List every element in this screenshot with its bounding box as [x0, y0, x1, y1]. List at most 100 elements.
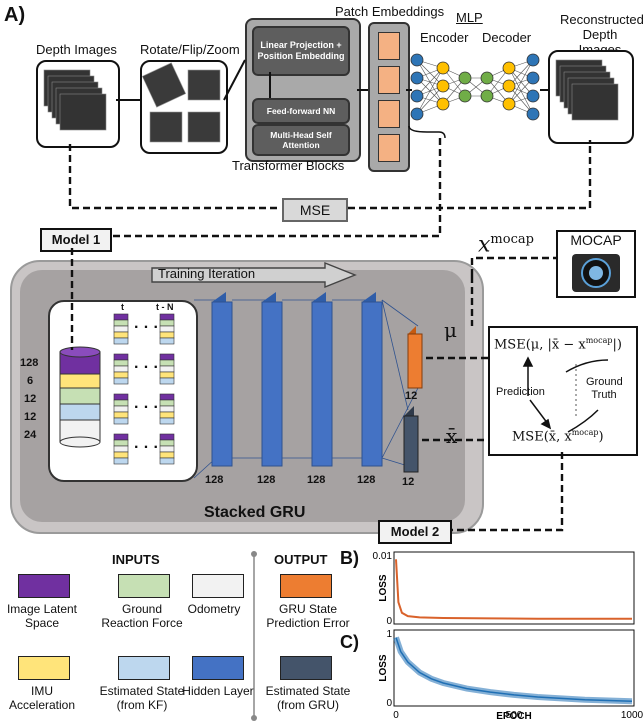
patch-embeddings-label: Patch Embeddings: [335, 4, 445, 19]
model-2-badge: Model 2: [378, 520, 452, 544]
loss-series-line: [395, 559, 632, 620]
input-size-imu: 6: [27, 375, 34, 387]
ytick-label: 0.01: [373, 551, 393, 562]
input-feature-cylinder: [59, 346, 101, 448]
ytick-label: 0: [386, 698, 392, 709]
output-heads: [403, 326, 423, 473]
depth-images-box: [36, 60, 120, 148]
legend-swatch-gru-state-prediction-error: [280, 574, 332, 598]
mlp-label: MLP: [456, 10, 483, 25]
loss-top-formula: MSE(μ, |x̄ − xmocap|): [494, 336, 622, 352]
input-token-stack: [113, 393, 129, 425]
ytick-label: 1: [386, 629, 392, 640]
mu-out-size: 12: [405, 390, 418, 402]
legend-label-hidden-layer: Hidden Layer: [182, 684, 254, 698]
legend-label-imu-acceleration: IMU Acceleration: [8, 684, 76, 712]
chart-c-label: C): [340, 632, 359, 652]
gru-layer-bars: [211, 292, 383, 467]
gru-size-4: 128: [357, 474, 376, 486]
legend-divider: [251, 551, 257, 721]
time-t-label: t: [121, 302, 124, 312]
legend-label-odometry: Odometry: [187, 602, 241, 616]
legend-swatch-image-latent-space: [18, 574, 70, 598]
input-size-odom: 24: [24, 429, 37, 441]
x-bar-symbol: x̄: [446, 424, 458, 448]
augment-label: Rotate/Flip/Zoom: [140, 42, 240, 57]
depth-image-stack-icon: [43, 69, 107, 131]
patch-embedding: [378, 100, 400, 128]
legend-swatch-ground-reaction-force: [118, 574, 170, 598]
chart-frame: [393, 551, 635, 625]
mu-symbol: μ: [444, 318, 457, 342]
chart-ylabel: LOSS: [378, 574, 389, 602]
legend-label-estimated-state-gru: Estimated State (from GRU): [265, 684, 351, 712]
loss-top-text: MSE(μ, |x̄ − x: [494, 337, 586, 353]
top-connectors: [68, 59, 592, 238]
time-t-minus-n-label: t - N: [156, 302, 174, 312]
patch-embeddings-column: [368, 22, 410, 172]
patch-embedding: [378, 66, 400, 94]
ground-truth-label: Ground Truth: [586, 376, 623, 401]
transformer-blocks-label: Transformer Blocks: [232, 158, 345, 173]
input-size-kf: 12: [24, 411, 37, 423]
augment-box: [140, 60, 228, 154]
chart-ylabel: LOSS: [378, 654, 389, 682]
loss-bottom-formula: MSE(x̄, xmocap): [512, 428, 604, 444]
gru-size-2: 128: [257, 474, 276, 486]
ytick-label: 0: [386, 616, 392, 627]
mse-badge: MSE: [282, 198, 348, 222]
ellipsis: · · ·: [134, 359, 159, 376]
legend-swatch-imu-acceleration: [18, 656, 70, 680]
training-iteration-label: Training Iteration: [158, 266, 256, 281]
training-iteration-arrow: [151, 262, 357, 288]
mocap-label: MOCAP: [570, 232, 622, 248]
feed-forward-block: Feed-forward NN: [252, 98, 350, 124]
mocap-box: MOCAP: [556, 230, 636, 298]
x-mocap-superscript: mocap: [490, 232, 534, 247]
patch-embedding: [378, 134, 400, 162]
reconstructed-image-stack-icon: [555, 59, 619, 121]
input-token-stack: [113, 433, 129, 465]
xtick-label: 500: [506, 710, 523, 721]
chart-xlabel: EPOCH: [496, 711, 532, 722]
attention-block: Multi-Head Self Attention: [252, 124, 350, 156]
legend-swatch-estimated-state-gru: [280, 656, 332, 680]
loss-series-line: [395, 637, 633, 702]
input-token-stack: [159, 393, 175, 425]
input-token-stack: [159, 433, 175, 465]
inputs-title: INPUTS: [112, 552, 160, 567]
legend-swatch-odometry: [192, 574, 244, 598]
depth-images-label: Depth Images: [36, 42, 117, 57]
panel-a-label: A): [4, 4, 26, 26]
loss-bottom-end: ): [598, 429, 604, 445]
legend-label-image-latent-space: Image Latent Space: [6, 602, 78, 630]
mocap-camera-icon: [572, 254, 620, 292]
input-token-stack: [159, 353, 175, 385]
x-out-size: 12: [402, 476, 415, 488]
linear-projection-block: Linear Projection + Position Embedding: [252, 26, 350, 76]
reconstructed-box: [548, 50, 634, 144]
chart-b-label: B): [340, 548, 359, 568]
x-mocap-symbol: x: [478, 232, 491, 258]
legend-label-estimated-state-kf: Estimated State (from KF): [99, 684, 185, 712]
legend-swatch-estimated-state-kf: [118, 656, 170, 680]
augmented-images-icon: [141, 62, 221, 143]
loss-top-sup: mocap: [585, 336, 613, 345]
mlp-network: [408, 53, 540, 138]
loss-bottom-sup: mocap: [571, 428, 599, 437]
ellipsis: · · ·: [134, 319, 159, 336]
loss-top-end: |): [612, 337, 622, 353]
model-1-badge: Model 1: [40, 228, 112, 252]
gru-size-3: 128: [307, 474, 326, 486]
ellipsis: · · ·: [134, 399, 159, 416]
patch-embedding: [378, 32, 400, 60]
encoder-label: Encoder: [420, 30, 469, 45]
xtick-label: 0: [393, 710, 399, 721]
legend-label-ground-reaction-force: Ground Reaction Force: [101, 602, 183, 630]
input-size-grf: 12: [24, 393, 37, 405]
output-title: OUTPUT: [274, 552, 328, 567]
input-token-stack: [113, 353, 129, 385]
